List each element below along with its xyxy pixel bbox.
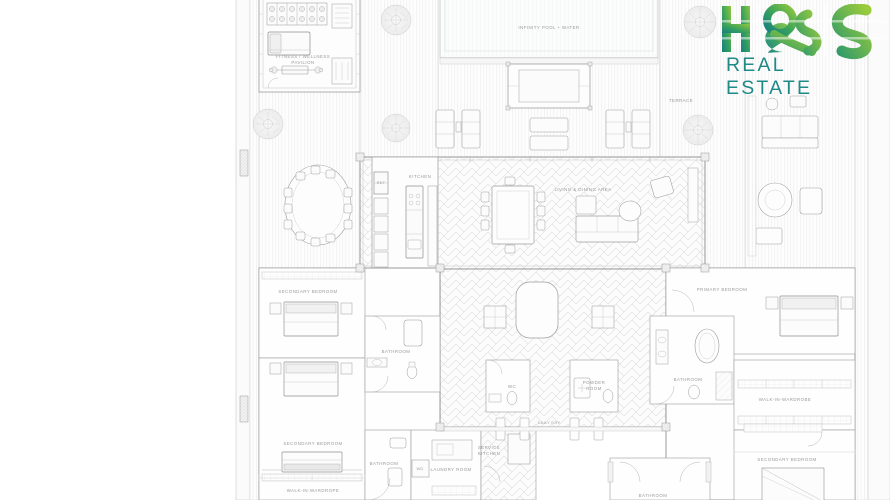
room-label-refrigerator: REF	[376, 180, 386, 185]
room-label-fitness-pavilion: FITNESS / WELLNESS PAVILION	[275, 54, 331, 65]
room-label-wc: WC	[507, 384, 517, 389]
room-label-washer-dryer: WD	[416, 466, 424, 471]
room-label-terrace: TERRACE	[668, 98, 694, 103]
room-label-walk-in-wardrobe-sw: WALK-IN-WARDROPE	[286, 488, 340, 493]
room-label-bathroom-south: BATHROOM	[638, 493, 668, 498]
room-label-powder-room: POWDER ROOM	[582, 380, 606, 391]
room-label-infinity-pool: INFINITY POOL + WATER	[518, 25, 580, 30]
room-label-service-kitchen: SERVICE KITCHEN	[477, 445, 501, 456]
room-label-daily-dry: DAILY DRY	[537, 420, 561, 425]
room-label-secondary-bedroom-sw: SECONDARY BEDROOM	[283, 441, 343, 446]
room-label-kitchen: KITCHEN	[408, 174, 432, 179]
room-label-walk-in-wardrobe-east: WALK-IN-WARDROBE	[758, 397, 812, 402]
hs-monogram-icon	[716, 4, 886, 60]
room-label-laundry-room: LAUNDRY ROOM	[430, 467, 472, 472]
room-label-secondary-bedroom-nw: SECONDARY BEDROOM	[278, 289, 338, 294]
room-label-living-dining: LIVING & DINING AREA	[554, 187, 612, 192]
room-label-bathroom-primary: BATHROOM	[673, 377, 703, 382]
room-label-secondary-bedroom-se: SECONDARY BEDROOM	[757, 457, 817, 462]
brand-logo: REAL ESTATE	[716, 4, 886, 99]
brand-tagline: REAL ESTATE	[726, 54, 813, 99]
room-label-bathroom-sw: BATHROOM	[369, 461, 399, 466]
room-label-primary-bedroom: PRIMARY BEDROOM	[696, 287, 748, 292]
room-label-bathroom-west: BATHROOM	[381, 349, 411, 354]
